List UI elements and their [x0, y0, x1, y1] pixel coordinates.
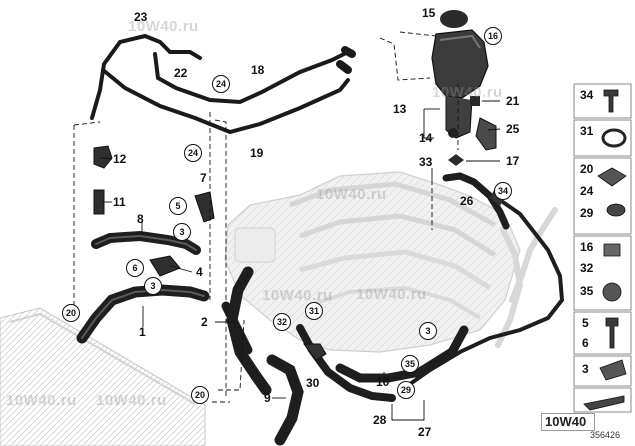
radiator — [0, 307, 206, 446]
sidebar-label-29: 29 — [580, 206, 594, 220]
callout-15: 15 — [422, 6, 436, 20]
sidebar-boxes — [573, 83, 632, 413]
watermark: 10W40.ru — [262, 287, 333, 304]
circled-callout-6: 6 — [126, 259, 144, 277]
callout-21: 21 — [506, 94, 520, 108]
left-parts — [93, 145, 215, 277]
circled-callout-20-a: 20 — [62, 304, 80, 322]
circled-callout-34: 34 — [494, 182, 512, 200]
circled-callout-31: 31 — [305, 302, 323, 320]
diagram-id: 356426 — [590, 430, 621, 440]
callout-26: 26 — [460, 194, 474, 208]
callout-23: 23 — [134, 10, 148, 24]
watermark: 10W40.ru — [432, 84, 503, 101]
hose-9 — [266, 354, 304, 446]
callout-18: 18 — [251, 63, 265, 77]
circled-callout-24-mid: 24 — [184, 144, 202, 162]
engine-block — [224, 171, 521, 353]
sidebar-label-34: 34 — [580, 88, 594, 102]
site-logo: 10W40 — [541, 413, 595, 431]
hose-10 — [335, 325, 469, 383]
callout-30: 30 — [306, 376, 320, 390]
watermark: 10W40.ru — [6, 392, 77, 409]
sidebar-label-6: 6 — [582, 336, 589, 350]
sidebar-label-24: 24 — [580, 184, 594, 198]
sidebar-label-3: 3 — [582, 362, 589, 376]
callout-1: 1 — [139, 325, 146, 339]
callout-8: 8 — [137, 212, 144, 226]
sidebar-label-32: 32 — [580, 261, 594, 275]
callout-28: 28 — [373, 413, 387, 427]
callout-25: 25 — [506, 122, 520, 136]
callout-14: 14 — [419, 131, 433, 145]
callout-11: 11 — [113, 195, 126, 209]
callout-9: 9 — [264, 391, 271, 405]
callout-12: 12 — [113, 152, 127, 166]
sidebar-icons — [583, 89, 627, 411]
circled-callout-3-b: 3 — [144, 277, 162, 295]
callout-2: 2 — [201, 315, 208, 329]
sidebar-label-31: 31 — [580, 124, 594, 138]
callout-7: 7 — [200, 171, 207, 185]
callout-33: 33 — [419, 155, 433, 169]
watermark: 10W40.ru — [356, 286, 427, 303]
faded-hoses — [495, 207, 558, 348]
leader-lines-solid — [99, 100, 501, 421]
circled-callout-24-top: 24 — [212, 75, 230, 93]
circled-callout-3-c: 3 — [419, 322, 437, 340]
circled-callout-32: 32 — [273, 313, 291, 331]
top-pipes — [90, 33, 356, 135]
watermark: 10W40.ru — [128, 18, 199, 35]
leader-lines — [73, 31, 459, 403]
callout-4: 4 — [196, 265, 203, 279]
watermark: 10W40.ru — [96, 392, 167, 409]
circled-callout-29: 29 — [397, 381, 415, 399]
pipe-26 — [442, 172, 510, 230]
watermark: 10W40.ru — [316, 186, 387, 203]
circled-callout-35: 35 — [401, 355, 419, 373]
circled-callout-16: 16 — [484, 27, 502, 45]
callout-17: 17 — [506, 154, 520, 168]
callout-27: 27 — [418, 425, 432, 439]
circled-callout-3-a: 3 — [173, 223, 191, 241]
sidebar-label-20: 20 — [580, 162, 594, 176]
sidebar-label-5: 5 — [582, 316, 589, 330]
circled-callout-20-b: 20 — [191, 386, 209, 404]
callout-13: 13 — [393, 102, 407, 116]
expansion-tank — [431, 10, 497, 166]
callout-19: 19 — [250, 146, 264, 160]
sidebar-label-16: 16 — [580, 240, 594, 254]
circled-callout-5: 5 — [169, 197, 187, 215]
callout-10: 10 — [376, 375, 390, 389]
sidebar-label-35: 35 — [580, 284, 594, 298]
callout-22: 22 — [174, 66, 188, 80]
